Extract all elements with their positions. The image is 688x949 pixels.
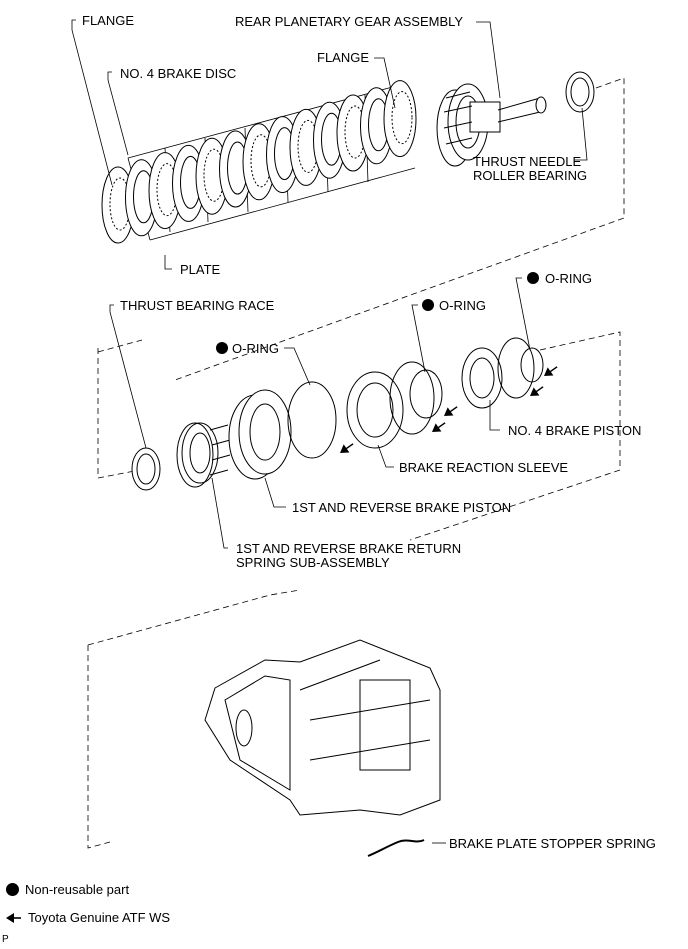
label-flange-top: FLANGE — [82, 13, 135, 28]
clutch-discs — [101, 80, 417, 244]
label-thrust-bearing-race: THRUST BEARING RACE — [120, 298, 275, 313]
leader-lines — [71, 19, 588, 844]
non-reusable-dots — [216, 272, 539, 354]
dashed-guides — [87, 77, 625, 849]
transmission-case — [204, 639, 441, 816]
label-rear-planetary-gear: REAR PLANETARY GEAR ASSEMBLY — [235, 14, 464, 29]
label-no4-brake-piston: NO. 4 BRAKE PISTON — [508, 423, 642, 438]
legend-atf-text: Toyota Genuine ATF WS — [28, 910, 171, 925]
label-return-spring-2: SPRING SUB-ASSEMBLY — [236, 555, 390, 570]
return-spring — [176, 422, 231, 488]
label-first-reverse-piston: 1ST AND REVERSE BRAKE PISTON — [292, 500, 512, 515]
atf-arrows — [340, 366, 558, 453]
first-reverse-piston — [228, 389, 292, 480]
label-flange-mid: FLANGE — [317, 50, 370, 65]
thrust-needle-bearing — [565, 71, 595, 113]
legend-non-reusable-text: Non-reusable part — [25, 882, 130, 897]
stopper-spring — [367, 839, 425, 857]
label-plate: PLATE — [180, 262, 221, 277]
oring-pair-right — [497, 337, 544, 399]
rear-planetary-gear — [436, 83, 547, 167]
label-thrust-needle-1: THRUST NEEDLE — [473, 154, 582, 169]
clutch-disc — [383, 80, 417, 158]
corner-mark: P — [2, 934, 9, 945]
legend-non-reusable: Non-reusable part — [6, 882, 129, 897]
oring-large — [287, 381, 337, 459]
label-oring-2: O-RING — [439, 298, 486, 313]
oring-pair-mid — [389, 361, 443, 435]
label-brake-reaction-sleeve: BRAKE REACTION SLEEVE — [399, 460, 569, 475]
no4-brake-piston — [461, 347, 503, 409]
legend-atf: Toyota Genuine ATF WS — [6, 910, 170, 925]
atf-arrow-icon — [6, 912, 21, 923]
label-brake-plate-stopper: BRAKE PLATE STOPPER SPRING — [449, 836, 656, 851]
label-no4-brake-disc: NO. 4 BRAKE DISC — [120, 66, 237, 81]
non-reusable-dot-icon — [6, 883, 19, 896]
brake-reaction-sleeve — [346, 371, 404, 449]
label-oring-3: O-RING — [545, 271, 592, 286]
thrust-bearing-race — [131, 447, 161, 491]
label-oring-1: O-RING — [232, 341, 279, 356]
label-thrust-needle-2: ROLLER BEARING — [473, 168, 588, 183]
label-return-spring-1: 1ST AND REVERSE BRAKE RETURN — [236, 541, 462, 556]
